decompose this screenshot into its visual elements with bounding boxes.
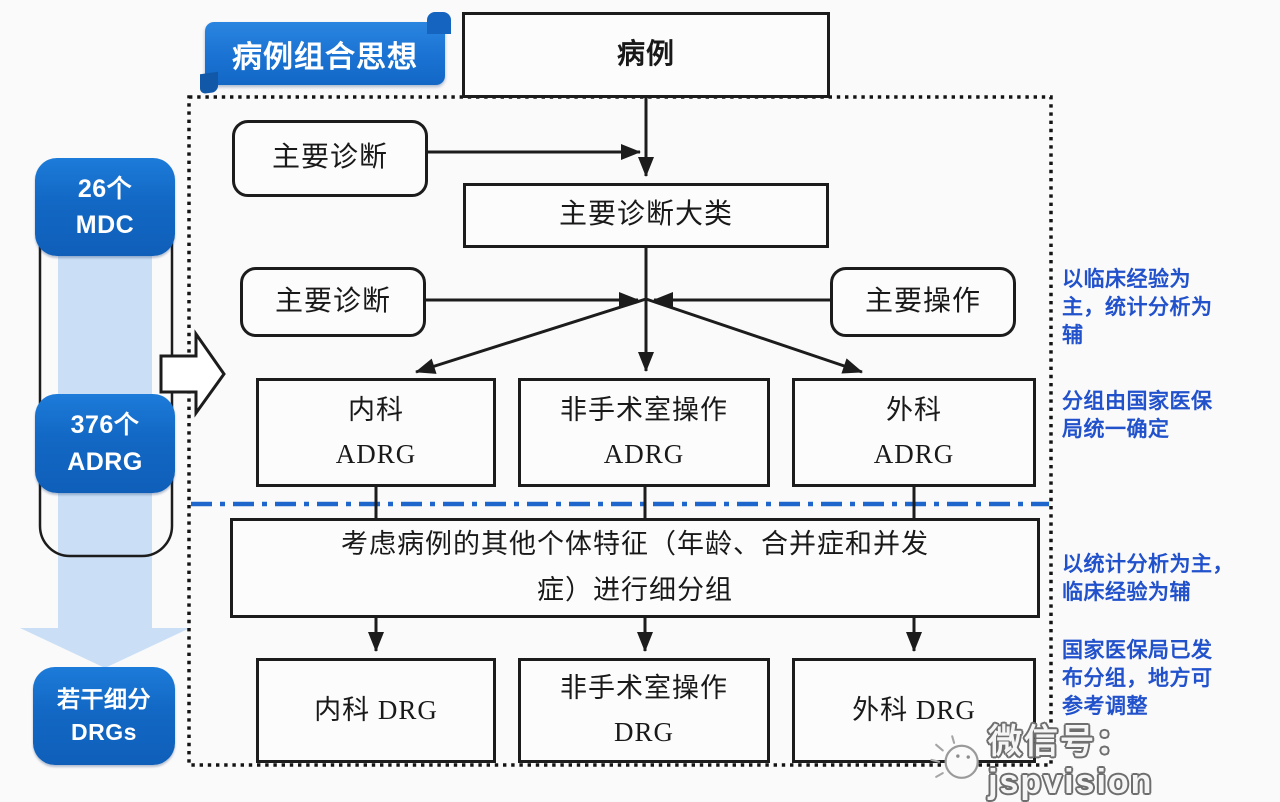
surgery-drg-box: 外科 DRG: [792, 658, 1036, 763]
internal-medicine-drg-box: 内科 DRG: [256, 658, 496, 763]
internal-medicine-adrg-box: 内科 ADRG: [256, 378, 496, 487]
drgs-count-pill: 若干细分 DRGs: [33, 667, 175, 765]
primary-diagnosis-mid-box: 主要诊断: [240, 267, 426, 337]
subdivision-criteria-box: 考虑病例的其他个体特征（年龄、合并症和并发 症）进行细分组: [230, 518, 1040, 618]
watermark: 微信号：jspvision: [922, 714, 1280, 802]
adrg-count-pill: 376个 ADRG: [35, 394, 175, 493]
sun-face-icon: [930, 735, 979, 779]
dotted-border: [187, 95, 1053, 767]
surgery-adrg-box: 外科 ADRG: [792, 378, 1036, 487]
non-or-procedure-adrg-box: 非手术室操作 ADRG: [518, 378, 770, 487]
mdc-count-pill: 26个 MDC: [35, 158, 175, 256]
annotation-clinical-experience: 以临床经验为 主，统计分析为 辅: [1062, 268, 1213, 347]
watermark-text: 微信号：jspvision: [988, 723, 1154, 801]
annotation-local-adjustment: 国家医保局已发 布分组，地方可 参考调整: [1062, 639, 1213, 718]
non-or-procedure-drg-box: 非手术室操作 DRG: [518, 658, 770, 763]
major-diagnosis-class-box: 主要诊断大类: [463, 183, 829, 248]
primary-diagnosis-top-box: 主要诊断: [232, 120, 428, 197]
ribbon-title: 病例组合思想: [205, 12, 451, 85]
primary-operation-box: 主要操作: [830, 267, 1016, 337]
case-box: 病例: [462, 12, 830, 98]
annotation-statistical-analysis: 以统计分析为主， 临床经验为辅: [1062, 553, 1234, 604]
white-right-arrow: [159, 329, 226, 418]
annotation-national-bureau: 分组由国家医保 局统一确定: [1062, 390, 1213, 441]
